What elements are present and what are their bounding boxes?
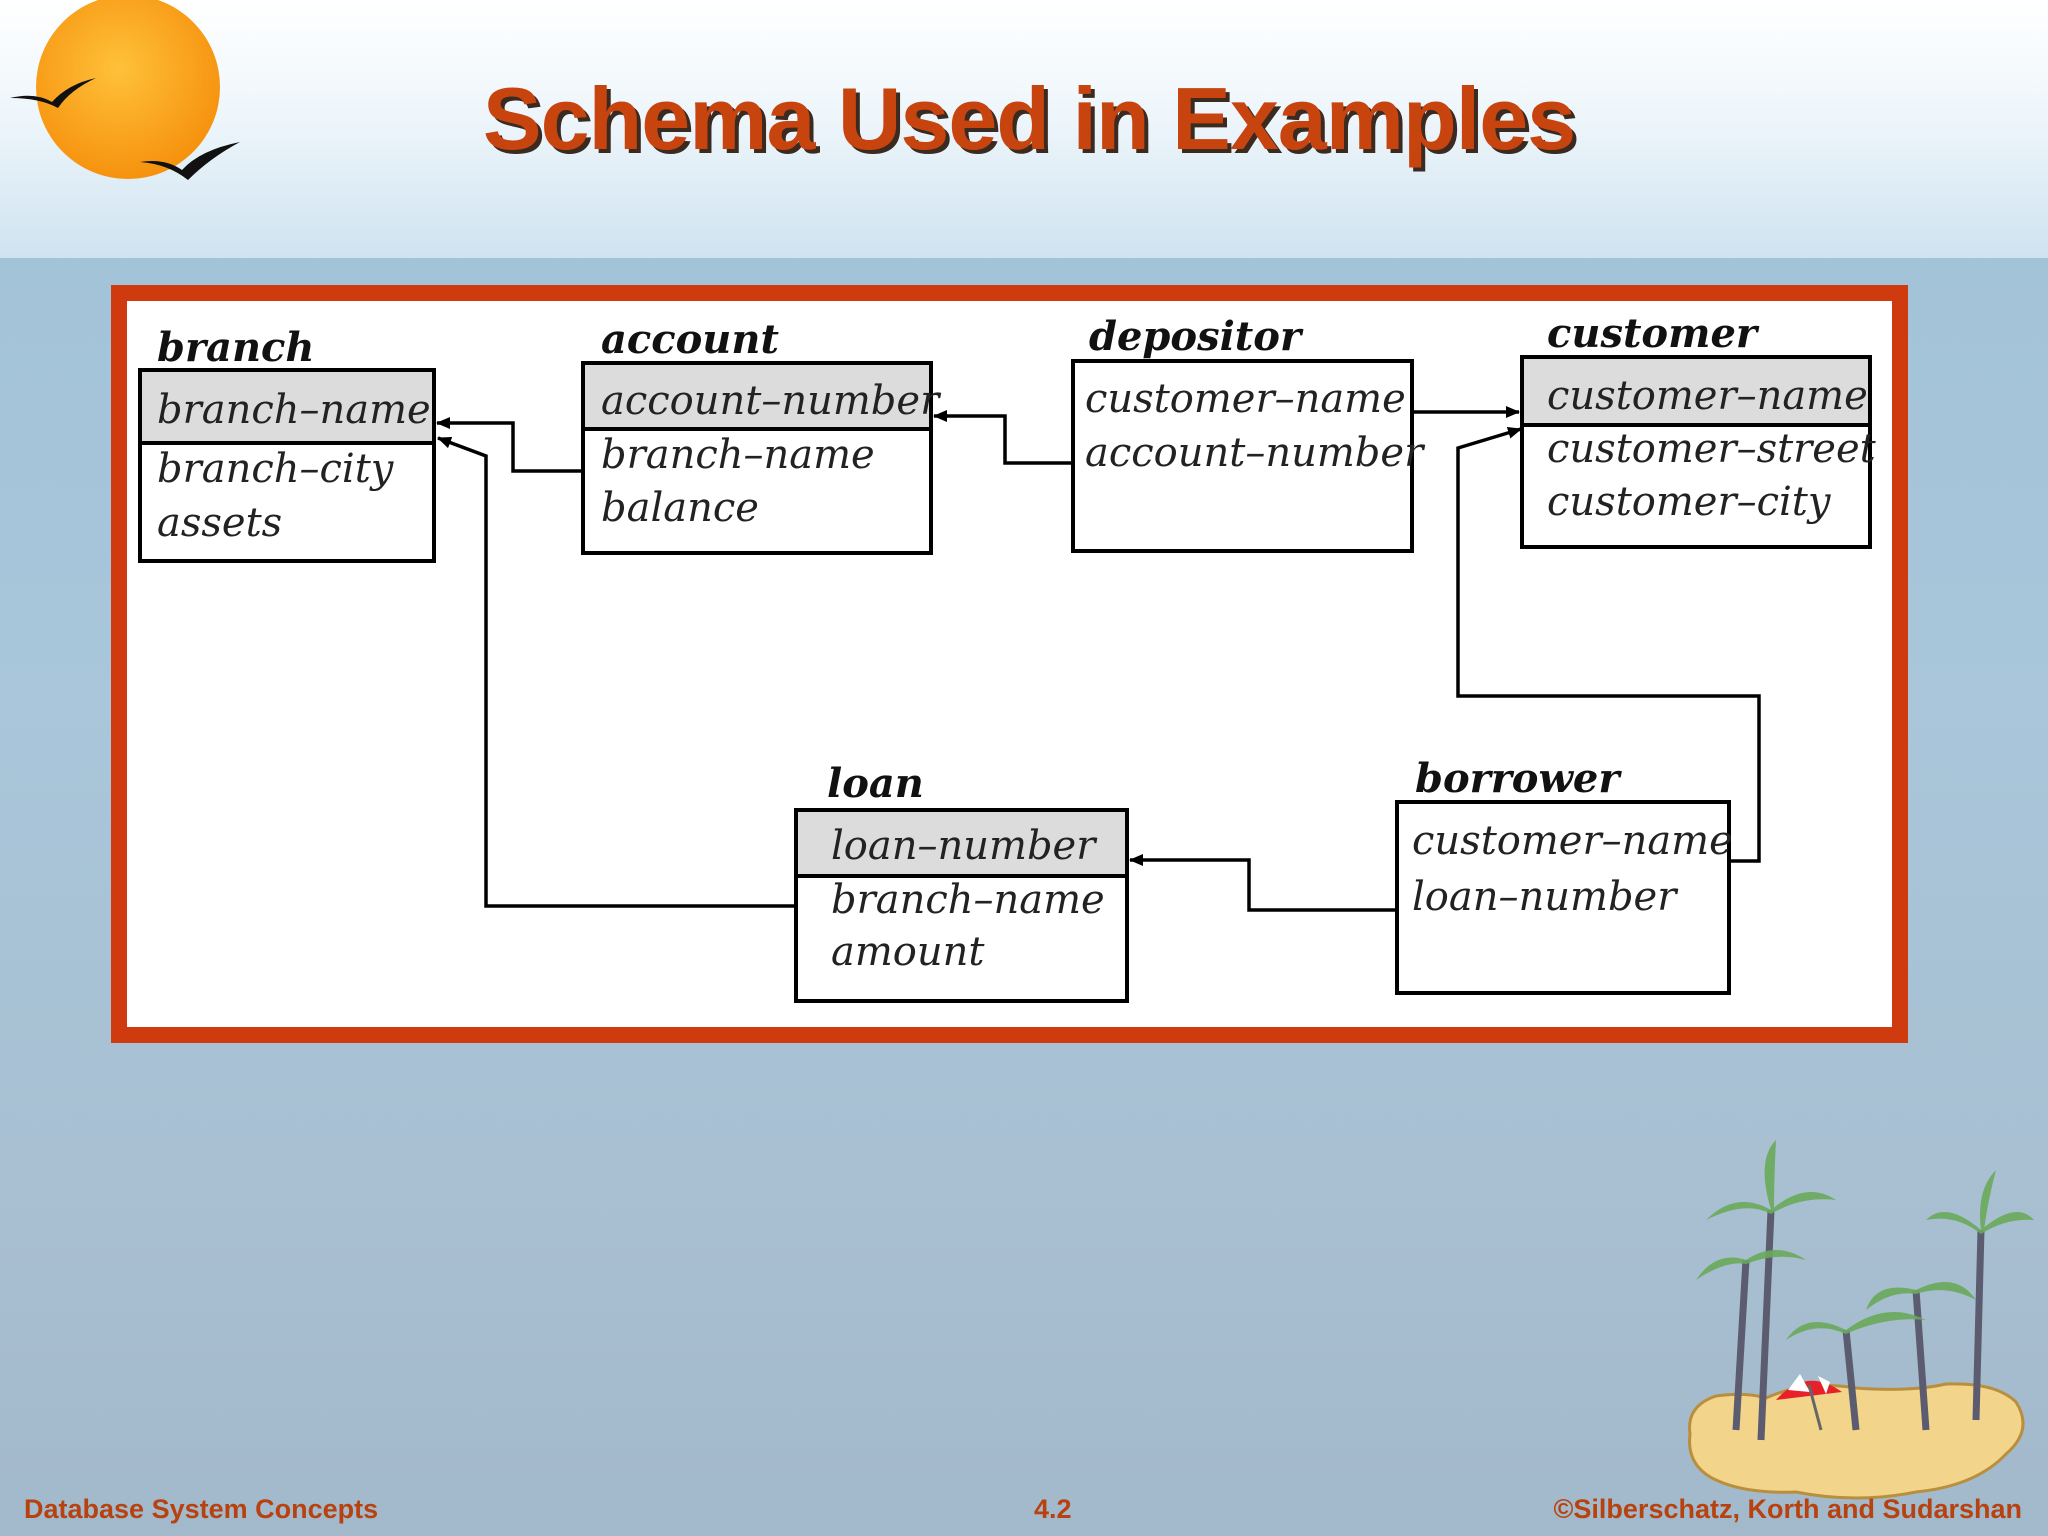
arrow-account-to-branch: [436, 417, 583, 473]
arrow-depositor-to-account: [933, 410, 1073, 465]
table-name-loan: loan: [827, 760, 924, 807]
arrow-borrower-to-loan: [1129, 854, 1397, 912]
table-customer: customer customer–name customer–street c…: [1520, 310, 1877, 549]
table-name-depositor: depositor: [1089, 313, 1304, 360]
schema-diagram-frame: branch branch–name branch–city assets ac…: [111, 285, 1908, 1043]
depositor-field-2: account–number: [1085, 430, 1426, 476]
schema-diagram: branch branch–name branch–city assets ac…: [138, 310, 1877, 1003]
account-key-field: account–number: [601, 378, 942, 424]
footer-course-title: Database System Concepts: [24, 1494, 379, 1524]
table-branch: branch branch–name branch–city assets: [138, 324, 436, 563]
arrow-loan-to-branch: [437, 436, 796, 908]
account-field-1: branch–name: [601, 432, 875, 478]
loan-key-field: loan–number: [831, 823, 1098, 869]
customer-field-2: customer–city: [1547, 479, 1832, 525]
table-name-branch: branch: [157, 324, 314, 371]
table-loan: loan loan–number branch–name amount: [794, 760, 1129, 1003]
slide-title: Schema Used in Examples: [482, 69, 1576, 168]
sun-with-birds-art: [10, 0, 240, 180]
footer-copyright: ©Silberschatz, Korth and Sudarshan: [1553, 1494, 2022, 1524]
table-account: account account–number branch–name balan…: [581, 316, 942, 555]
branch-key-field: branch–name: [157, 387, 431, 433]
loan-field-1: branch–name: [831, 877, 1105, 923]
table-depositor: depositor customer–name account–number: [1071, 313, 1426, 553]
footer-slide-number: 4.2: [1034, 1494, 1072, 1524]
table-name-customer: customer: [1547, 310, 1760, 357]
palm-island-art: [1688, 1140, 2034, 1500]
borrower-field-1: customer–name: [1412, 818, 1733, 864]
branch-field-2: assets: [157, 500, 282, 546]
title-band: [0, 0, 2048, 258]
table-name-account: account: [601, 316, 779, 363]
depositor-field-1: customer–name: [1085, 376, 1406, 422]
beach-umbrella-icon: [1776, 1374, 1842, 1431]
customer-key-field: customer–name: [1547, 373, 1868, 419]
account-field-2: balance: [601, 485, 759, 531]
borrower-field-2: loan–number: [1412, 874, 1679, 920]
customer-field-1: customer–street: [1547, 426, 1877, 472]
table-borrower: borrower customer–name loan–number: [1395, 755, 1733, 995]
loan-field-2: amount: [831, 929, 985, 975]
schema-diagram-canvas: branch branch–name branch–city assets ac…: [127, 301, 1892, 1027]
table-name-borrower: borrower: [1415, 755, 1622, 802]
branch-field-1: branch–city: [157, 446, 395, 492]
arrow-borrower-to-customer: [1456, 427, 1761, 863]
